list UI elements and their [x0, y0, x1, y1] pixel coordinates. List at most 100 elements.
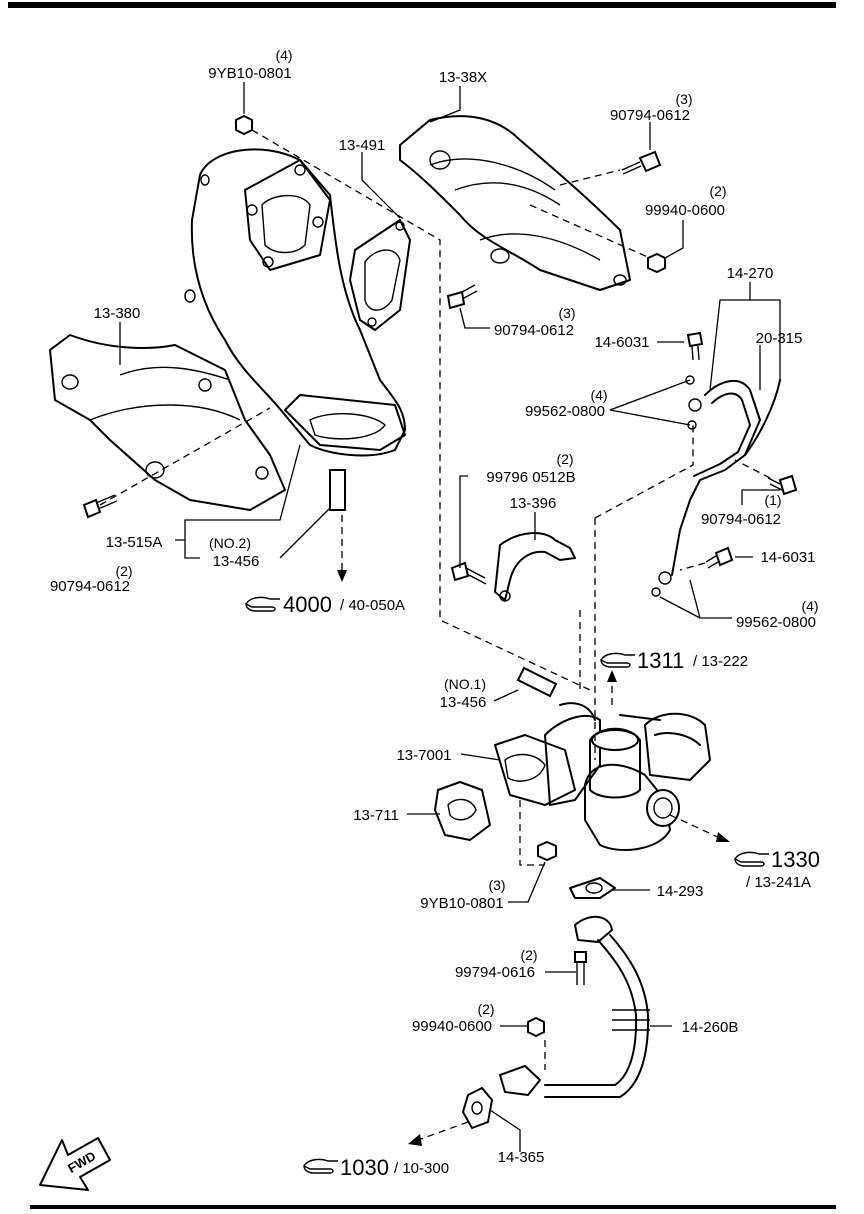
callout-14-270: 14-270 — [727, 265, 774, 282]
callout-99940-0600-a: (2) 99940-0600 — [645, 183, 727, 219]
callout-99796-0512b: (2) 99796 0512B — [486, 451, 575, 486]
fwd-label: FWD — [65, 1148, 98, 1176]
reference-4000: 4000 / 40-050A — [245, 592, 405, 617]
callout-13-380: 13-380 — [94, 305, 141, 322]
bolt-14-6031-a — [686, 331, 704, 361]
callout-part-number: 99794-0616 — [455, 964, 535, 981]
callout-part-number: 14-270 — [727, 265, 774, 282]
manifold-gasket — [349, 219, 411, 331]
callout-part-number: 9YB10-0801 — [208, 65, 291, 82]
callout-90794-0612-c: (1) 90794-0612 — [701, 492, 782, 528]
callout-qty: (2) — [709, 183, 726, 199]
callout-qty: (1) — [764, 492, 781, 508]
callout-part-number: 14-260B — [682, 1019, 739, 1036]
lower-heat-insulator — [49, 334, 286, 511]
callout-part-number: 13-380 — [94, 305, 141, 322]
turbocharger-assembly — [494, 702, 711, 851]
bolt-99796-0512b — [450, 561, 487, 585]
reference-major: 4000 — [283, 592, 332, 617]
callout-part-number: 13-711 — [353, 807, 399, 824]
callout-99794-0616: (2) 99794-0616 — [455, 947, 538, 981]
bolt-90794-0612-c — [767, 474, 798, 496]
callout-part-number: 13-456 — [440, 694, 487, 711]
callout-qty: (4) — [590, 387, 607, 403]
callout-14-293: 14-293 — [657, 883, 704, 900]
callout-99562-0800-b: (4) 99562-0800 — [736, 598, 819, 631]
callout-part-number: 14-365 — [498, 1149, 545, 1166]
callout-13-396: 13-396 — [510, 495, 557, 512]
nut-9yb10-0801-bottom — [537, 840, 557, 862]
callout-qty: (3) — [488, 877, 505, 893]
oil-return-pipe — [499, 915, 650, 1098]
reference-major: 1311 — [637, 648, 684, 673]
callout-9yb10-0801-bottom: (3) 9YB10-0801 — [420, 877, 505, 912]
callout-13-7001: 13-7001 — [396, 747, 451, 764]
pointing-hand-icon — [245, 596, 280, 612]
callout-part-number: 13-7001 — [396, 747, 451, 764]
bolt-14-6031-b — [705, 546, 734, 569]
callout-qty: (NO.2) — [209, 535, 251, 551]
nut-99940-0600-b — [527, 1016, 545, 1038]
callout-part-number: 20-315 — [756, 330, 803, 347]
bolt-90794-0612-d — [82, 494, 118, 519]
callout-qty: (2) — [115, 563, 132, 579]
callout-13-38x: 13-38X — [439, 69, 487, 86]
alignment-lines — [99, 129, 771, 1070]
bottom-rule — [30, 1205, 836, 1209]
callout-part-number: 13-396 — [510, 495, 557, 512]
callout-part-number: 9YB10-0801 — [420, 895, 503, 912]
callout-90794-0612-b: (3) 90794-0612 — [494, 305, 576, 339]
pointing-hand-icon — [600, 652, 635, 668]
callout-part-number: 13-491 — [339, 137, 386, 154]
callout-qty: (3) — [675, 91, 692, 107]
stud-13-456-no1 — [516, 666, 558, 698]
reference-major: 1030 — [340, 1155, 389, 1180]
callout-13-491: 13-491 — [339, 137, 386, 154]
callout-part-number: 90794-0612 — [701, 511, 781, 528]
reference-1330: 1330 / 13-241A — [734, 847, 820, 891]
callout-part-number: 99940-0600 — [645, 202, 725, 219]
callout-13-456-no1: (NO.1) 13-456 — [440, 676, 487, 711]
bolt-90794-0612-a — [621, 150, 662, 175]
callout-part-number: 13-38X — [439, 69, 487, 86]
fwd-arrow-icon — [39, 1137, 111, 1191]
callout-13-515a: 13-515A — [106, 534, 163, 551]
reference-1311: 1311 / 13-222 — [600, 648, 748, 673]
callout-part-number: 14-6031 — [760, 549, 815, 566]
callout-13-711: 13-711 — [353, 807, 399, 824]
callout-14-260b: 14-260B — [682, 1019, 739, 1036]
reference-minor: / 13-222 — [693, 653, 748, 670]
callout-14-6031-a: 14-6031 — [594, 334, 649, 351]
callout-qty: (4) — [801, 598, 818, 614]
exhaust-manifold — [184, 148, 406, 457]
callout-qty: (NO.1) — [444, 676, 486, 692]
pipe-bracket-13-396 — [494, 532, 576, 602]
reference-minor: / 10-300 — [394, 1160, 449, 1177]
oil-feed-pipe — [651, 375, 781, 597]
callout-part-number: 14-293 — [657, 883, 704, 900]
callout-part-number: 99562-0800 — [736, 614, 816, 631]
arrow-to-1311 — [607, 670, 617, 705]
oil-pipe-gasket-14-365 — [462, 1087, 493, 1129]
callout-part-number: 14-6031 — [594, 334, 649, 351]
outlet-gasket-14-293 — [569, 877, 616, 899]
callout-part-number: 90794-0612 — [610, 107, 690, 124]
callout-part-number: 99940-0600 — [412, 1018, 492, 1035]
callout-qty: (2) — [556, 451, 573, 467]
callout-part-number: 90794-0612 — [494, 322, 574, 339]
arrow-to-4000 — [337, 515, 347, 582]
upper-heat-insulator — [399, 115, 631, 291]
callout-part-number: 99796 0512B — [486, 469, 575, 486]
pointing-hand-icon — [303, 1158, 338, 1174]
leader-lines — [119, 82, 781, 1152]
callout-part-number: 13-515A — [106, 534, 163, 551]
reference-1030: 1030 / 10-300 — [303, 1155, 449, 1180]
callout-14-365: 14-365 — [498, 1149, 545, 1166]
reference-minor: / 40-050A — [340, 597, 405, 614]
callout-90794-0612-a: (3) 90794-0612 — [610, 91, 693, 124]
callout-part-number: 99562-0800 — [525, 403, 605, 420]
callout-part-number: 90794-0612 — [50, 578, 130, 595]
callout-qty: (2) — [477, 1001, 494, 1017]
callout-9yb10-0801-top: (4) 9YB10-0801 — [208, 47, 292, 82]
